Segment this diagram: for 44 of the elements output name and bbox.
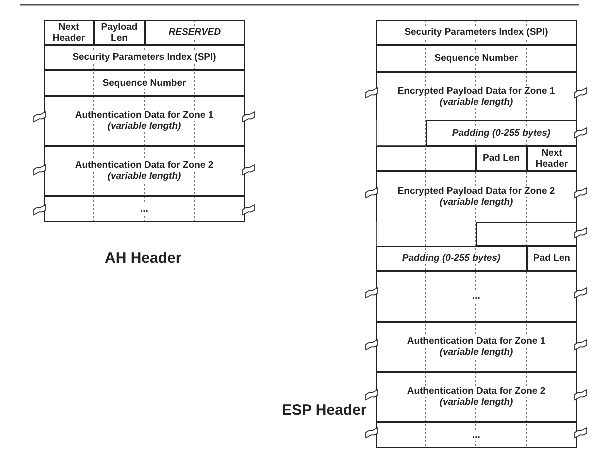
field-note: (variable length) [438, 347, 514, 358]
header-field [376, 422, 577, 448]
field-label: Authentication Data for Zone 1 [74, 110, 215, 121]
header-field [527, 246, 577, 271]
blank-field [476, 222, 577, 246]
field-label: ... [472, 291, 482, 302]
header-field [476, 146, 527, 171]
header-field [44, 196, 245, 222]
field-note: (variable length) [438, 96, 514, 108]
field-label: Security Parameters Index (SPI) [404, 27, 550, 38]
header-field [426, 120, 577, 146]
header-field [376, 271, 577, 322]
field-note: (variable length) [438, 397, 514, 408]
field-note: (variable length) [438, 197, 514, 208]
diagram-label: AH Header [105, 250, 182, 267]
header-field [376, 171, 577, 222]
header-field [44, 96, 245, 146]
field-label: Authentication Data for Zone 2 [406, 386, 547, 397]
header-field [376, 72, 577, 120]
field-label: RESERVED [168, 27, 222, 38]
field-label: Authentication Data for Zone 2 [74, 160, 215, 171]
diagram-label: ESP Header [282, 402, 367, 419]
field-label: Authentication Data for Zone 1 [406, 336, 547, 347]
header-field [376, 20, 577, 45]
header-field [44, 45, 245, 70]
field-label: Encrypted Payload Data for Zone 2 [396, 186, 556, 197]
header-field [376, 45, 577, 72]
field-label: Sequence Number [434, 53, 520, 64]
field-label: Encrypted Payload Data for Zone 1 [396, 86, 556, 96]
field-note: (variable length) [106, 121, 182, 132]
field-note: (variable length) [106, 171, 182, 182]
header-field [376, 322, 577, 372]
field-label: ... [472, 430, 482, 440]
field-label: Padding (0-255 bytes) [401, 253, 502, 264]
header-field [44, 146, 245, 196]
field-label: Padding (0-255 bytes) [451, 128, 552, 138]
header-field [376, 246, 527, 271]
field-label: ... [140, 204, 150, 214]
header-field [145, 20, 245, 45]
field-label: Security Parameters Index (SPI) [72, 52, 218, 63]
header-field [376, 372, 577, 422]
header-field [44, 70, 245, 96]
blank-field [376, 146, 476, 171]
field-label: Sequence Number [102, 78, 188, 88]
